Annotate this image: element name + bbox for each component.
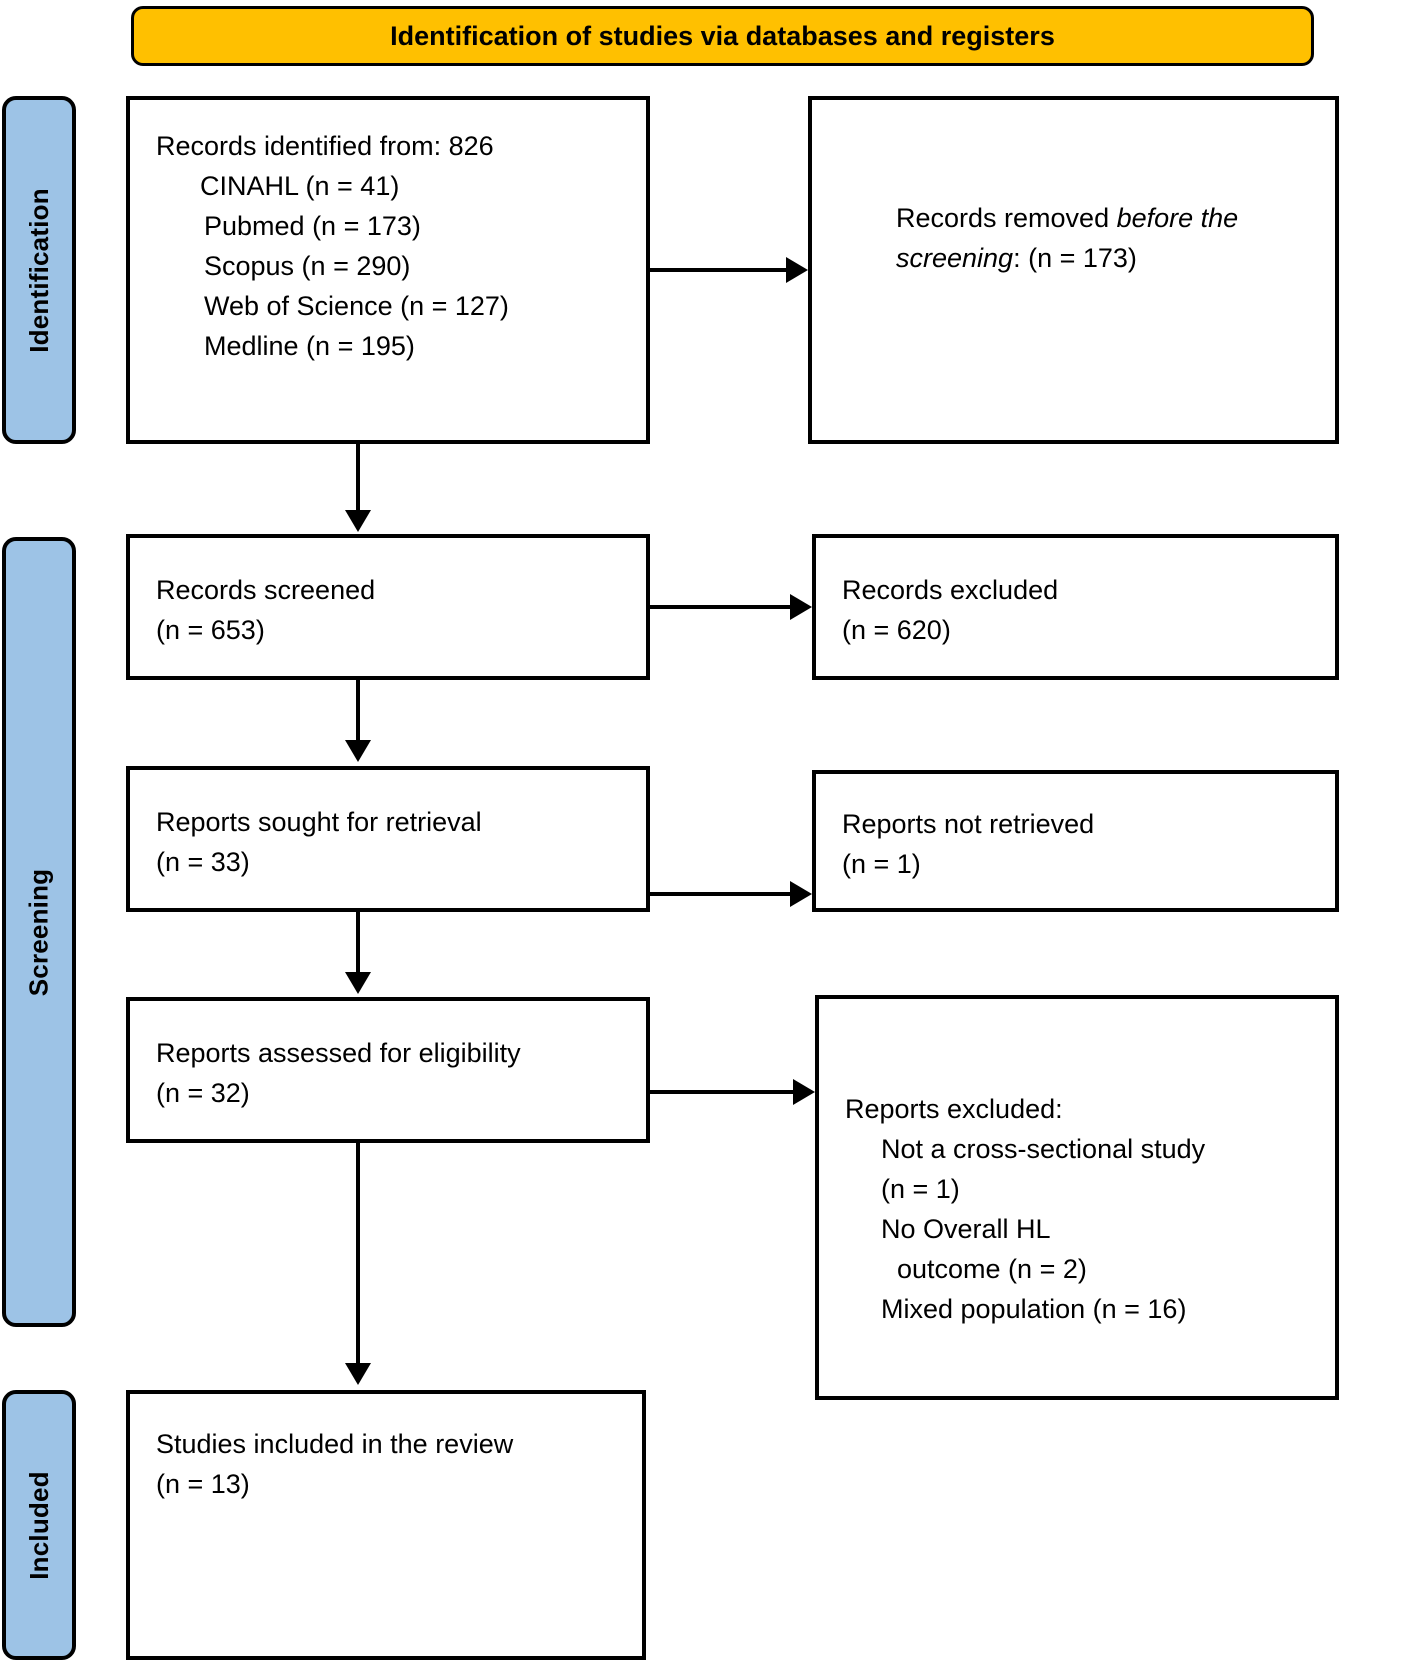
stage-label-identification-text: Identification <box>23 187 54 353</box>
connector-identified-to-screened <box>356 444 360 512</box>
reports-excluded-reason-2: No Overall HL <box>881 1214 1051 1244</box>
diagram-header-banner: Identification of studies via databases … <box>131 6 1314 66</box>
stage-label-included: Included <box>2 1390 76 1660</box>
reports-excluded-heading: Reports excluded: <box>845 1094 1063 1124</box>
records-identified-cinahl: CINAHL (n = 41) <box>200 171 400 201</box>
records-screened-count: (n = 653) <box>156 615 265 645</box>
box-records-removed-before-screening: Records removed before the screening: (n… <box>808 96 1339 444</box>
connector-assessed-to-included <box>356 1143 360 1365</box>
reports-excluded-reason-2-count: outcome (n = 2) <box>897 1254 1087 1284</box>
connector-sought-to-notretrieved <box>650 892 790 896</box>
box-reports-sought-for-retrieval: Reports sought for retrieval (n = 33) <box>126 766 650 912</box>
stage-label-screening-text: Screening <box>23 868 54 996</box>
connector-screened-to-excluded <box>650 605 790 609</box>
connector-identified-to-removed <box>650 268 786 272</box>
studies-included-label: Studies included in the review <box>156 1429 514 1459</box>
arrow-sought-to-notretrieved <box>790 881 812 907</box>
arrow-identified-to-screened <box>345 510 371 532</box>
diagram-title: Identification of studies via databases … <box>390 20 1055 51</box>
stage-label-screening: Screening <box>2 537 76 1327</box>
connector-screened-to-sought <box>356 680 360 742</box>
connector-sought-to-assessed <box>356 912 360 974</box>
box-records-identified: Records identified from: 826 CINAHL (n =… <box>126 96 650 444</box>
studies-included-count: (n = 13) <box>156 1469 250 1499</box>
reports-sought-label: Reports sought for retrieval <box>156 807 482 837</box>
arrow-assessed-to-reportsexcluded <box>793 1079 815 1105</box>
records-removed-suffix: : (n = 173) <box>1013 243 1137 273</box>
records-excluded-count: (n = 620) <box>842 615 951 645</box>
box-reports-assessed-for-eligibility: Reports assessed for eligibility (n = 32… <box>126 997 650 1143</box>
records-identified-medline: Medline (n = 195) <box>204 331 415 361</box>
reports-excluded-reason-1-count: (n = 1) <box>881 1174 960 1204</box>
box-records-screened: Records screened (n = 653) <box>126 534 650 680</box>
connector-assessed-to-reportsexcluded <box>650 1090 793 1094</box>
records-removed-emphasis: before the screening <box>896 203 1239 273</box>
arrow-assessed-to-included <box>345 1363 371 1385</box>
records-identified-wos: Web of Science (n = 127) <box>204 291 509 321</box>
arrow-screened-to-excluded <box>790 594 812 620</box>
box-reports-excluded-reasons: Reports excluded: Not a cross-sectional … <box>815 995 1339 1400</box>
stage-label-identification: Identification <box>2 96 76 444</box>
stage-label-included-text: Included <box>23 1470 54 1580</box>
records-removed-prefix: Records removed <box>896 203 1117 233</box>
records-screened-label: Records screened <box>156 575 376 605</box>
reports-excluded-reason-1: Not a cross-sectional study <box>881 1134 1206 1164</box>
arrow-screened-to-sought <box>345 740 371 762</box>
records-removed-text: Records removed before the screening: (n… <box>896 198 1321 278</box>
records-excluded-label: Records excluded <box>842 575 1059 605</box>
reports-assessed-label: Reports assessed for eligibility <box>156 1038 521 1068</box>
reports-sought-count: (n = 33) <box>156 847 250 877</box>
records-identified-total: Records identified from: 826 <box>156 131 494 161</box>
reports-not-retrieved-count: (n = 1) <box>842 849 921 879</box>
arrow-sought-to-assessed <box>345 972 371 994</box>
reports-not-retrieved-label: Reports not retrieved <box>842 809 1095 839</box>
box-studies-included: Studies included in the review (n = 13) <box>126 1390 646 1660</box>
box-reports-not-retrieved: Reports not retrieved (n = 1) <box>812 770 1339 912</box>
box-records-excluded: Records excluded (n = 620) <box>812 534 1339 680</box>
reports-excluded-reason-3: Mixed population (n = 16) <box>881 1294 1187 1324</box>
records-identified-pubmed: Pubmed (n = 173) <box>204 211 421 241</box>
reports-assessed-count: (n = 32) <box>156 1078 250 1108</box>
records-identified-scopus: Scopus (n = 290) <box>204 251 411 281</box>
arrow-identified-to-removed <box>786 257 808 283</box>
